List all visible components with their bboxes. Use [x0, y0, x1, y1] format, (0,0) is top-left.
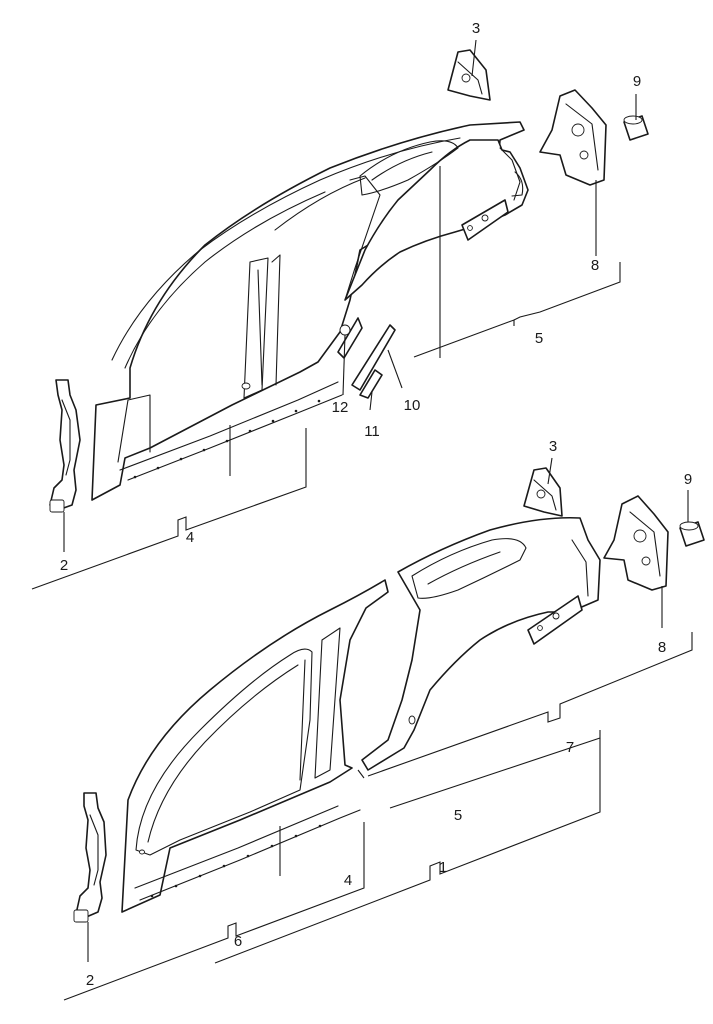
callout-5-upper: 5 — [535, 330, 543, 347]
callout-5-lower: 5 — [454, 807, 462, 824]
callout-2-upper: 2 — [60, 557, 68, 574]
callout-6-lower: 6 — [234, 933, 242, 950]
upper-assembly: 3 9 8 5 12 10 11 2 4 — [31, 20, 649, 590]
insert-11 — [359, 369, 383, 399]
callout-2-lower: 2 — [86, 972, 94, 989]
lower-bushing-9 — [679, 521, 705, 547]
lower-rear-quarter-panel — [361, 516, 601, 771]
lower-bracket-2 — [73, 792, 107, 923]
callout-4-lower: 4 — [344, 872, 352, 889]
callout-11-upper: 11 — [364, 423, 380, 440]
callout-10-upper: 10 — [404, 397, 421, 414]
upper-rear-quarter-panel — [344, 139, 529, 301]
upper-bracket-2 — [49, 379, 81, 513]
upper-bracket-3 — [447, 49, 491, 101]
upper-side-panel-front — [91, 121, 525, 501]
callout-3-lower: 3 — [549, 438, 557, 455]
upper-reinforcement-8 — [539, 89, 607, 186]
callout-4-upper: 4 — [186, 529, 194, 546]
upper-leader-lines — [31, 39, 637, 590]
upper-callouts: 3 9 8 5 12 10 11 2 4 — [60, 20, 641, 574]
insert-10 — [351, 324, 396, 391]
lower-side-panel-front — [121, 579, 389, 913]
lower-assembly: 3 9 8 7 5 1 4 6 2 — [63, 438, 705, 1001]
callout-7-lower: 7 — [566, 739, 574, 756]
callout-8-lower: 8 — [658, 639, 666, 656]
upper-small-parts-10-11-12 — [337, 317, 396, 399]
callout-8-upper: 8 — [591, 257, 599, 274]
seal-strip — [337, 317, 363, 359]
lower-reinforcement-8 — [603, 495, 669, 591]
upper-bushing-9 — [623, 115, 649, 141]
callout-9-upper: 9 — [633, 73, 641, 90]
grommet-12 — [339, 324, 351, 336]
callout-9-lower: 9 — [684, 471, 692, 488]
lower-bracket-3 — [523, 467, 563, 517]
callout-1-lower: 1 — [439, 859, 447, 876]
callout-3-upper: 3 — [472, 20, 480, 37]
callout-12-upper: 12 — [332, 399, 349, 416]
lower-leader-lines — [63, 457, 693, 1001]
lower-callouts: 3 9 8 7 5 1 4 6 2 — [86, 438, 692, 989]
